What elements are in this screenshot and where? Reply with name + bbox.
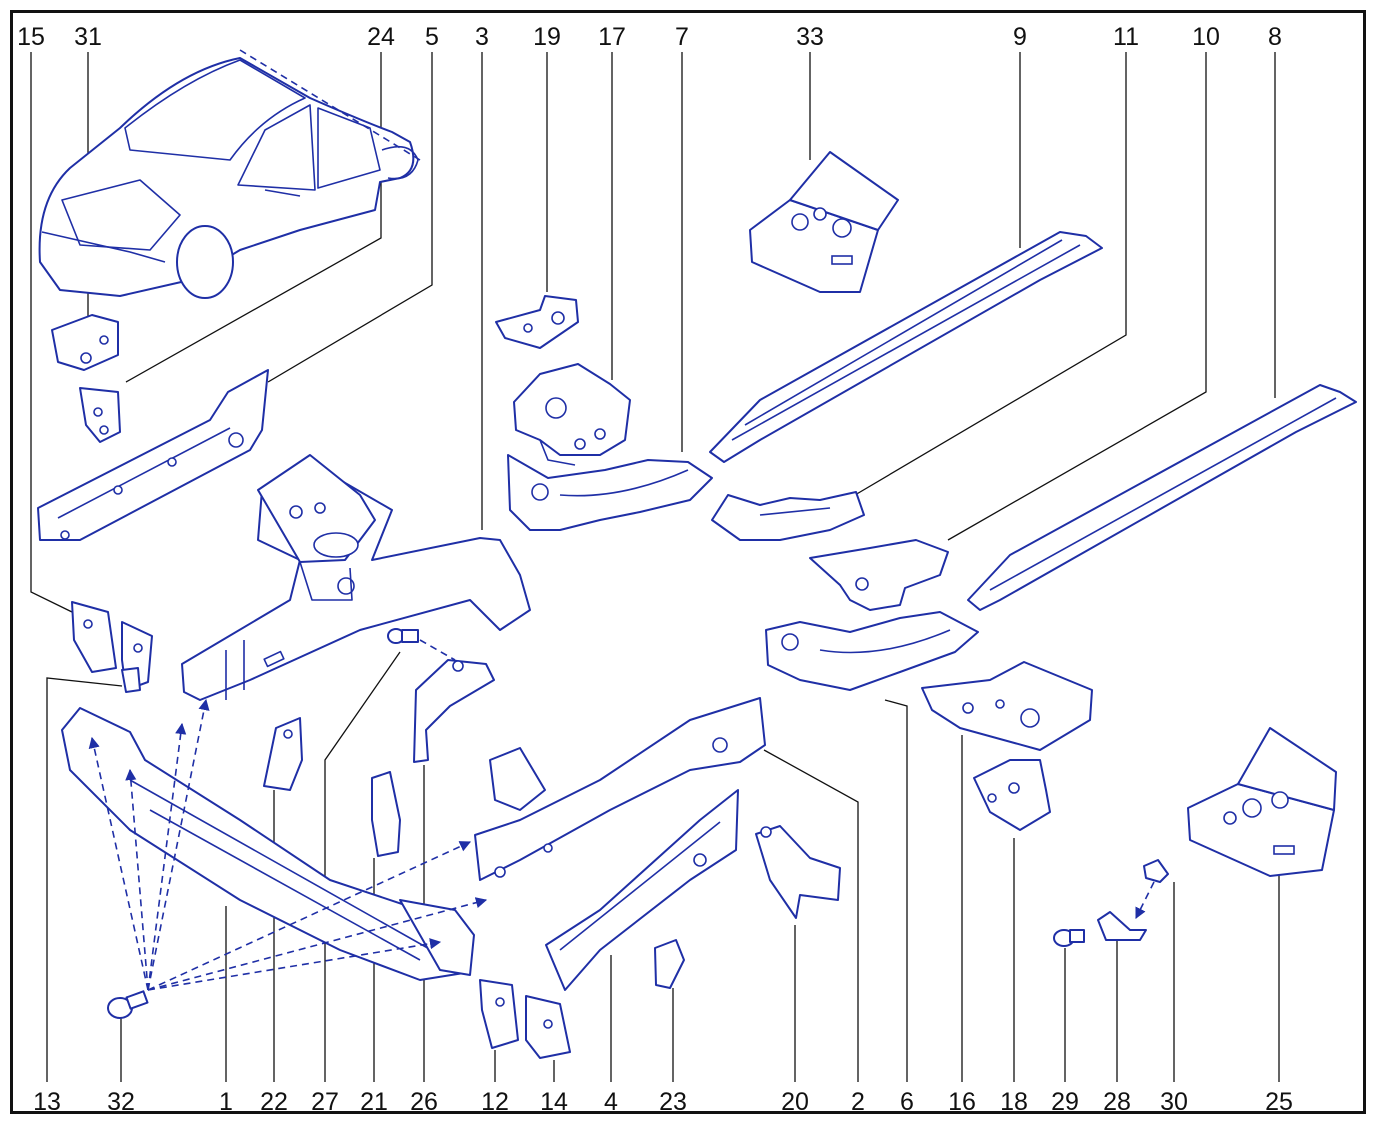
car-door-handle <box>264 189 301 197</box>
callout-10: 10 <box>1192 23 1220 51</box>
part-18-bracket <box>973 759 1051 831</box>
leader-15 <box>30 52 73 613</box>
part-26-bracket <box>413 659 495 763</box>
callout-29: 29 <box>1051 1088 1079 1116</box>
callout-4: 4 <box>604 1088 618 1116</box>
car-bumper-line <box>41 231 166 263</box>
assembly-arrows <box>88 698 488 991</box>
callout-30: 30 <box>1160 1088 1188 1116</box>
callouts-bottom: 13 32 1 22 27 21 26 12 14 4 23 20 2 6 16… <box>33 1088 1293 1116</box>
part-24-bracket <box>79 387 121 443</box>
leader-2 <box>763 749 859 1082</box>
part-27-bolt <box>387 628 456 661</box>
callout-3: 3 <box>475 23 489 51</box>
callout-17: 17 <box>598 23 626 51</box>
part-9-sill <box>709 231 1103 463</box>
part-13-bracket <box>121 667 141 693</box>
callout-15: 15 <box>17 23 45 51</box>
callout-2: 2 <box>851 1088 865 1116</box>
callout-20: 20 <box>781 1088 809 1116</box>
part-33-fastener-box <box>749 151 899 293</box>
leader-13 <box>46 677 123 1082</box>
callout-31: 31 <box>74 23 102 51</box>
part-22-bracket <box>263 717 303 791</box>
part-23-clip <box>654 939 685 989</box>
leader-lines <box>30 52 1280 1082</box>
part-20-bracket <box>755 825 841 919</box>
diagram-frame <box>10 10 1366 1114</box>
part-21-bracket <box>371 771 401 857</box>
callouts-top: 15 31 24 5 3 19 17 7 33 9 11 10 8 <box>17 23 1282 51</box>
car-front-door-window <box>237 104 316 191</box>
part-16-floor-panel <box>921 661 1093 751</box>
callout-14: 14 <box>540 1088 568 1116</box>
callout-19: 19 <box>533 23 561 51</box>
callout-7: 7 <box>675 23 689 51</box>
part-5-rail <box>37 369 269 541</box>
part-7-wheelarch <box>507 454 713 531</box>
part-19-bracket <box>495 295 579 349</box>
car-front-wheel <box>176 225 234 299</box>
callout-33: 33 <box>796 23 824 51</box>
callout-32: 32 <box>107 1088 135 1116</box>
vehicle-illustration <box>38 49 421 299</box>
part-25-fastener-box <box>1187 727 1337 877</box>
car-windshield <box>124 59 306 161</box>
part-29-bolt <box>1053 929 1085 947</box>
callout-27: 27 <box>311 1088 339 1116</box>
part-11-bracket <box>711 491 865 541</box>
leader-10 <box>947 52 1207 541</box>
leader-5 <box>267 52 433 383</box>
part-30-clip <box>1135 859 1169 920</box>
callout-6: 6 <box>900 1088 914 1116</box>
part-17-strut-tower <box>513 363 631 466</box>
callout-16: 16 <box>948 1088 976 1116</box>
part-14-bracket <box>525 995 571 1059</box>
callout-1: 1 <box>219 1088 233 1116</box>
callout-25: 25 <box>1265 1088 1293 1116</box>
callout-12: 12 <box>481 1088 509 1116</box>
part-2-side-member <box>474 697 766 881</box>
part-3-side-member <box>181 454 531 701</box>
part-32-bolt <box>107 990 149 1019</box>
callout-22: 22 <box>260 1088 288 1116</box>
callout-23: 23 <box>659 1088 687 1116</box>
part-8-sill <box>967 384 1357 611</box>
callout-24: 24 <box>367 23 395 51</box>
car-rear-wheel-arch <box>381 145 419 180</box>
callout-13: 13 <box>33 1088 61 1116</box>
part-10-bracket <box>809 539 949 611</box>
part-4-rail <box>545 789 739 991</box>
part-15-bracket <box>71 601 153 691</box>
callout-9: 9 <box>1013 23 1027 51</box>
car-body <box>38 57 415 297</box>
part-31-bracket <box>51 314 119 371</box>
callout-28: 28 <box>1103 1088 1131 1116</box>
part-1-bumper-beam <box>61 707 475 981</box>
callout-11: 11 <box>1113 23 1139 51</box>
callout-21: 21 <box>360 1088 388 1116</box>
callout-5: 5 <box>425 23 439 51</box>
part-12-bracket <box>479 979 519 1049</box>
callout-18: 18 <box>1000 1088 1028 1116</box>
part-28-clip <box>1097 911 1147 941</box>
leader-6 <box>884 699 908 1082</box>
leader-24 <box>125 52 382 383</box>
part-6-wheelarch <box>765 611 979 691</box>
leader-11 <box>854 52 1127 496</box>
car-rear-door-window <box>317 107 381 189</box>
leader-27 <box>324 651 401 1082</box>
callout-26: 26 <box>410 1088 438 1116</box>
callout-8: 8 <box>1268 23 1282 51</box>
car-engine-structure <box>61 179 181 251</box>
